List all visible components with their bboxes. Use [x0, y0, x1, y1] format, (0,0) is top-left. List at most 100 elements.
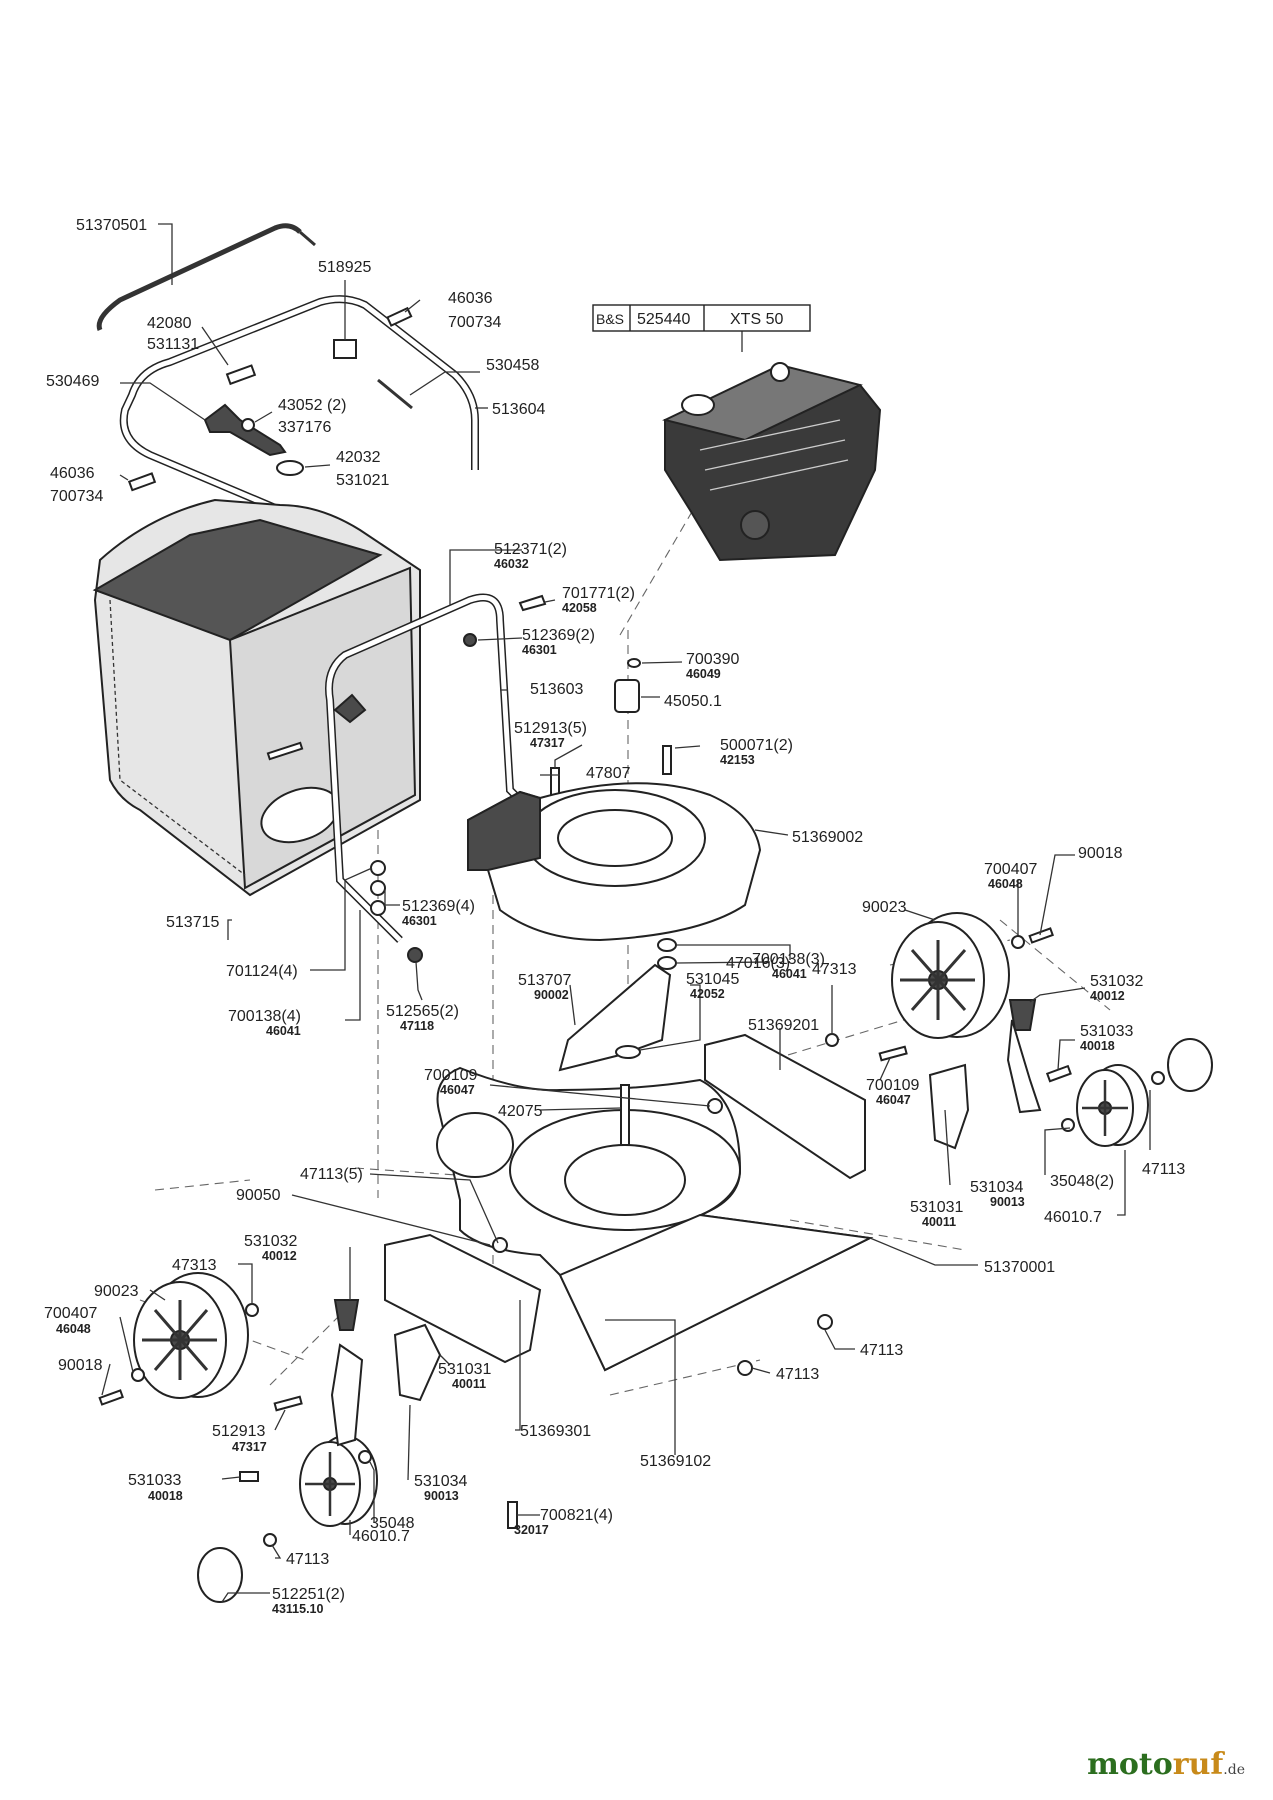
handle-bolt	[266, 741, 304, 761]
bolt-700109a	[707, 1098, 723, 1114]
label-46036-left: 46036	[50, 465, 95, 482]
label-47113-5: 47113(5)	[300, 1166, 363, 1183]
washer-700390	[627, 658, 641, 668]
label-47313-left: 47313	[172, 1257, 217, 1274]
guide-513707	[558, 963, 672, 1072]
label-45050: 45050.1	[664, 693, 722, 710]
label-47113-right: 47113	[1142, 1161, 1185, 1178]
switch-518925	[333, 339, 357, 359]
label-531021: 531021	[336, 472, 389, 489]
label-530458: 530458	[486, 357, 539, 374]
label-51370001: 51370001	[984, 1259, 1055, 1276]
nut-700138a	[657, 938, 677, 952]
label-47016: 47016(3)	[726, 955, 790, 972]
label-43115: 43115.10	[272, 1602, 323, 1616]
label-531032-right: 531032	[1090, 973, 1143, 990]
nut-47113b	[1151, 1071, 1165, 1085]
label-700734-top: 700734	[448, 314, 501, 331]
label-513603: 513603	[530, 681, 583, 698]
part-labels: 51370501 518925 46036 700734 42080 53113…	[44, 217, 1185, 1616]
label-700138-top: 700138(3)	[752, 951, 825, 968]
label-700821: 700821(4)	[540, 1507, 613, 1524]
nut-47113d	[263, 1533, 277, 1547]
brand-logo: motoruf.de	[1087, 1747, 1245, 1782]
label-90013-left: 90013	[424, 1489, 459, 1503]
leader-lines	[101, 223, 1151, 1603]
label-43052: 43052 (2)	[278, 397, 347, 414]
nut-47113c	[817, 1314, 833, 1330]
label-531131: 531131	[147, 336, 199, 353]
label-531033-left: 531033	[128, 1472, 181, 1489]
washer-35048a	[1061, 1118, 1075, 1132]
label-700138-low: 700138(4)	[228, 1008, 301, 1025]
label-500071: 500071(2)	[720, 737, 793, 754]
bolt-531033a	[1045, 1064, 1072, 1083]
label-51369002: 51369002	[792, 829, 863, 846]
axle-bracket-51369301	[384, 1233, 542, 1364]
label-46048-right: 46048	[988, 877, 1023, 891]
label-47113-left: 47113	[286, 1551, 329, 1568]
label-42075: 42075	[498, 1103, 543, 1120]
label-32017: 32017	[514, 1523, 549, 1537]
shaft-42075	[620, 1084, 630, 1146]
label-40018-right: 40018	[1080, 1039, 1115, 1053]
label-51369102: 51369102	[640, 1453, 711, 1470]
label-90023-right: 90023	[862, 899, 907, 916]
label-512251: 512251(2)	[272, 1586, 345, 1603]
label-51369201: 51369201	[748, 1017, 819, 1034]
label-512565: 512565(2)	[386, 1003, 459, 1020]
nut-47113e	[737, 1360, 753, 1376]
label-700407-right: 700407	[984, 861, 1037, 878]
upper-handle-bar	[96, 223, 302, 331]
label-35048-left: 35048	[370, 1515, 415, 1532]
label-40012-left: 40012	[262, 1249, 297, 1263]
label-337176: 337176	[278, 419, 331, 436]
nut-47016	[657, 956, 677, 970]
label-531033-right: 531033	[1080, 1023, 1133, 1040]
label-46047-right: 46047	[876, 1093, 911, 1107]
spacer-45050	[614, 679, 640, 713]
label-531034-left: 531034	[414, 1473, 467, 1490]
adjuster-531032a	[1008, 999, 1037, 1031]
label-40011-right: 40011	[922, 1215, 956, 1229]
handle-knob	[333, 693, 367, 724]
label-46049: 46049	[686, 667, 721, 681]
wheel-46010-right	[1076, 1064, 1149, 1147]
washer-531045	[615, 1045, 641, 1059]
label-531031-right: 531031	[910, 1199, 963, 1216]
engine-525440	[662, 362, 882, 562]
cable-530458	[377, 378, 413, 410]
label-46041-low: 46041	[266, 1024, 301, 1038]
label-700109-right: 700109	[866, 1077, 919, 1094]
bolt-700109b	[878, 1045, 908, 1062]
label-42153: 42153	[720, 753, 755, 767]
label-513715: 513715	[166, 914, 219, 931]
label-90023-left: 90023	[94, 1283, 139, 1300]
label-512369-top: 512369(2)	[522, 627, 595, 644]
label-47113-base-left: 47113	[776, 1366, 819, 1383]
engine-code: 525440	[637, 311, 690, 328]
brand-tld: .de	[1223, 1762, 1245, 1778]
label-531034-right: 531034	[970, 1179, 1023, 1196]
clip-42080	[225, 364, 257, 386]
label-90013-right: 90013	[990, 1195, 1025, 1209]
label-90018-left: 90018	[58, 1357, 103, 1374]
bolt-46036-top	[386, 306, 413, 327]
bolt-531033b	[239, 1471, 259, 1482]
label-531032-left: 531032	[244, 1233, 297, 1250]
washer-47313b	[245, 1303, 259, 1317]
label-47313-right: 47313	[812, 961, 857, 978]
adjuster-531032b	[333, 1299, 360, 1331]
hubcap-right	[1167, 1038, 1213, 1092]
plate-531031b	[393, 1323, 442, 1402]
washer-700407b	[131, 1368, 145, 1382]
label-46301-top: 46301	[522, 643, 557, 657]
label-46048-left: 46048	[56, 1322, 91, 1336]
washer-35048b	[358, 1450, 372, 1464]
label-90050: 90050	[236, 1187, 281, 1204]
engine-spec-table: B&S 525440 XTS 50	[592, 304, 811, 352]
label-47317-top: 47317	[530, 736, 565, 750]
label-512371: 512371(2)	[494, 541, 567, 558]
bolt-500071	[662, 745, 672, 775]
